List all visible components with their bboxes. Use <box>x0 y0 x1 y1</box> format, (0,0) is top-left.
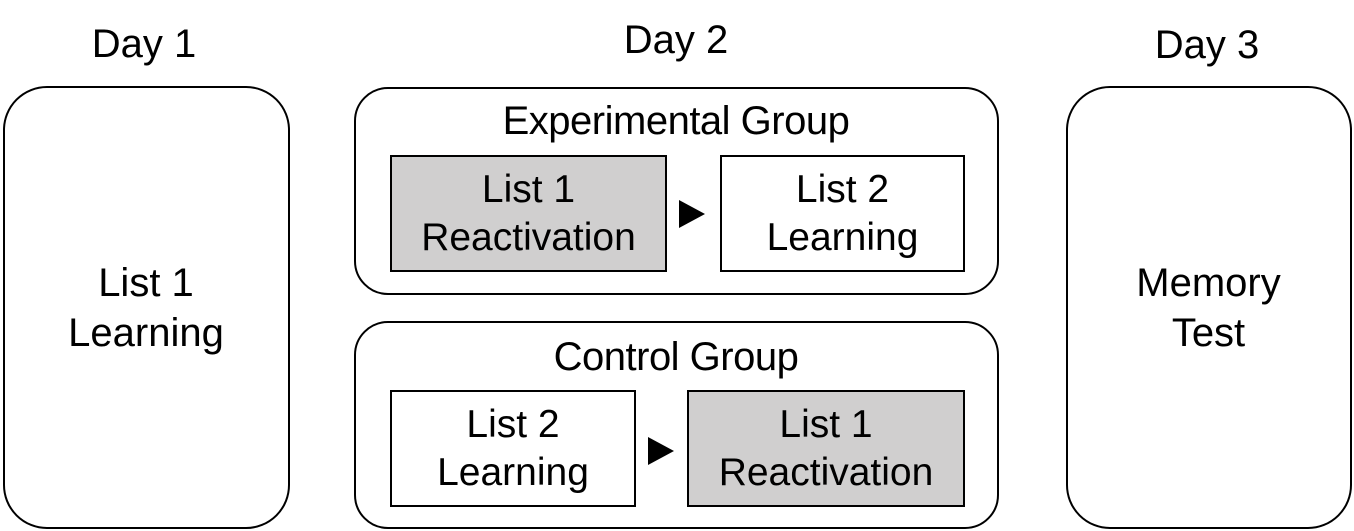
control-arrow-icon <box>648 437 674 465</box>
day-1-label: Day 1 <box>91 22 197 66</box>
experimental-group-title: Experimental Group <box>502 99 850 143</box>
experimental-group-box: Experimental Group List 1 Reactivation L… <box>354 87 999 295</box>
experimental-step2-line-1: List 2 <box>795 167 890 211</box>
day-3-line-1: Memory <box>1136 261 1281 305</box>
day-1-line-1: List 1 <box>98 261 194 305</box>
day-3-line-2: Test <box>1171 311 1246 355</box>
control-step1-line-1: List 2 <box>466 402 560 446</box>
experimental-step1-line-1: List 1 <box>481 167 576 211</box>
experimental-arrow-icon <box>679 200 705 228</box>
day-1-box: List 1 Learning <box>3 86 290 529</box>
day-3-label: Day 3 <box>1154 23 1260 67</box>
control-group-title: Control Group <box>553 335 799 379</box>
experimental-step2-line-2: Learning <box>766 215 919 259</box>
control-step2-line-2: Reactivation <box>718 450 934 494</box>
day-3-text: Memory Test <box>1068 258 1349 358</box>
experimental-step1-line-2: Reactivation <box>421 215 636 259</box>
control-step2-line-1: List 1 <box>779 402 873 446</box>
day-2-label: Day 2 <box>623 18 729 62</box>
day-1-text: List 1 Learning <box>5 258 287 358</box>
control-step-learning: List 2 Learning <box>390 390 636 507</box>
day-1-line-2: Learning <box>68 311 224 355</box>
experimental-step-learning: List 2 Learning <box>720 155 965 272</box>
control-step-reactivation: List 1 Reactivation <box>687 390 965 507</box>
day-3-box: Memory Test <box>1066 86 1352 529</box>
control-step1-line-2: Learning <box>437 450 589 494</box>
experimental-step-reactivation: List 1 Reactivation <box>390 155 667 272</box>
control-group-box: Control Group List 2 Learning List 1 Rea… <box>354 321 999 529</box>
